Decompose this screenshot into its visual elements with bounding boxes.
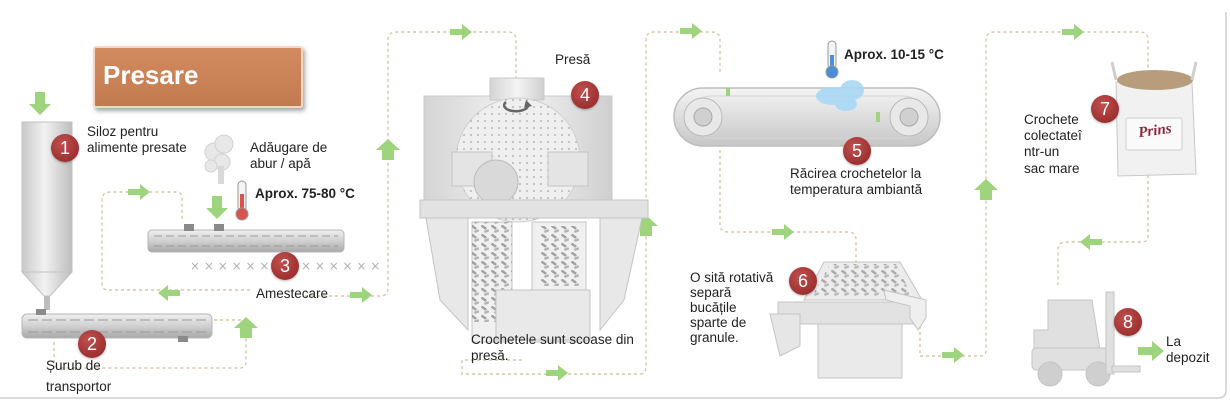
step-2-label: Șurub de transportor: [46, 358, 112, 394]
cold-air-icon: [816, 80, 864, 111]
arrow-right-icon: [1138, 341, 1164, 361]
arrow-up-icon: [974, 179, 998, 200]
step-4-label: Presă: [555, 52, 591, 67]
arrow-up-icon: [234, 317, 258, 338]
step-8-label: La depozit: [1166, 334, 1210, 366]
steam-water-label: Adăugare de abur / apă: [250, 140, 328, 172]
cooling-conveyor: [673, 87, 941, 147]
arrow-right-icon: [350, 287, 372, 303]
arrow-down-icon: [29, 92, 51, 115]
step-badge-5: 5: [843, 137, 871, 165]
pellet-press: [419, 77, 649, 343]
arrow-up-icon: [376, 139, 400, 160]
section-title: Presare: [103, 60, 199, 90]
arrow-right-icon: [546, 365, 568, 381]
arrow-up-icon: [634, 215, 658, 236]
step-6-label: O sită rotativă separă bucățile sparte d…: [690, 270, 774, 346]
forklift-icon: [1031, 291, 1141, 387]
press-output-label: Crochetele sunt scoase din presă.: [471, 332, 634, 364]
step-1-label: Siloz pentru alimente presate: [87, 124, 187, 156]
mixer: × × × × × × × × × × × × × ×: [147, 224, 380, 273]
flow-arrows: [29, 23, 1164, 381]
step-badge-2: 2: [78, 330, 106, 358]
cooling-temperature-label: Aprox. 10-15 °C: [844, 47, 944, 62]
step-3-label: Amestecare: [256, 286, 329, 301]
arrow-right-icon: [772, 224, 794, 240]
rotate-arrow-icon: [502, 101, 530, 113]
arrow-left-icon: [158, 285, 180, 301]
thermometer-icon: [235, 180, 249, 221]
arrow-right-icon: [942, 347, 964, 363]
big-bag-icon: [1110, 61, 1198, 177]
steam-cloud-icon: [204, 134, 234, 184]
step-badge-1: 1: [51, 134, 79, 162]
step-badge-4: 4: [571, 81, 599, 109]
step-badge-7: 7: [1091, 95, 1119, 123]
step-badge-6: 6: [789, 267, 817, 295]
arrow-right-icon: [128, 184, 150, 200]
thermometer-icon: [825, 40, 839, 79]
step-7-label: Crochete colectateî ntr-un sac mare: [1024, 112, 1082, 176]
mixing-temperature-label: Aprox. 75-80 °C: [255, 186, 355, 201]
arrow-right-icon: [680, 23, 702, 39]
arrow-left-icon: [1080, 234, 1102, 250]
step-5-label: Răcirea crochetelor la temperatura ambia…: [790, 166, 923, 198]
step-badge-8: 8: [1114, 308, 1142, 336]
arrow-right-icon: [1062, 24, 1084, 40]
step-badge-3: 3: [271, 252, 299, 280]
section-title-box: Presare: [93, 46, 303, 108]
arrow-down-icon: [206, 196, 228, 219]
conveyor-screw: [21, 309, 213, 342]
arrow-right-icon: [450, 24, 472, 40]
bottom-frame-line: [0, 12, 1227, 399]
